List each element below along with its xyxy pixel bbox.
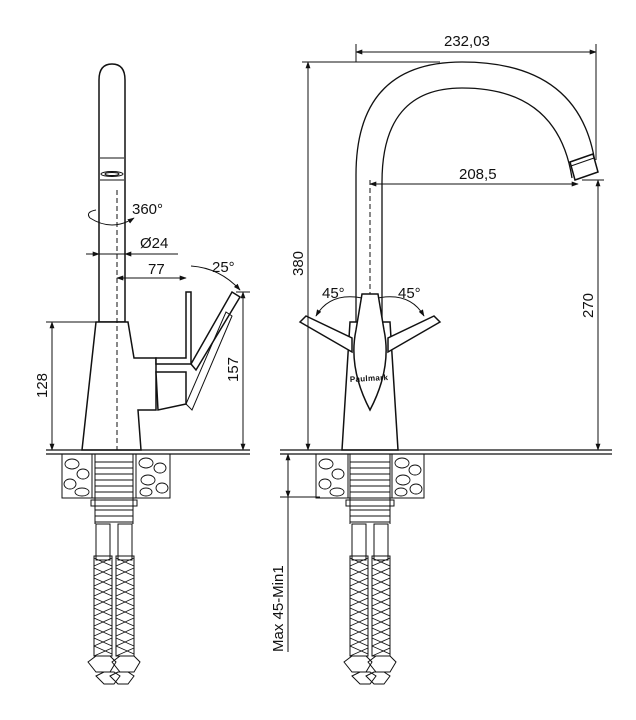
- spout-height-label: 270: [580, 293, 597, 318]
- aerator: [100, 157, 124, 181]
- handle-angle-arc: [190, 265, 241, 291]
- spout-tip: [569, 153, 599, 181]
- top-width-label: 232,03: [444, 33, 490, 50]
- gooseneck-outer: [355, 61, 597, 322]
- faucet-body: [81, 321, 157, 451]
- threaded-shank-left: [90, 454, 138, 524]
- countertop-stones-left: [61, 453, 171, 499]
- body-height-label: 128: [34, 373, 51, 398]
- handle-lever: [155, 291, 192, 365]
- handle-right-ghost: [387, 315, 442, 354]
- angle-left-label: 45°: [322, 285, 345, 302]
- angle-right-label: 45°: [398, 285, 421, 302]
- total-height-label: 380: [290, 251, 307, 276]
- handle-left-ghost: [298, 315, 353, 354]
- angle-arc-right: [377, 296, 425, 317]
- handle-offset-label: 77: [148, 261, 165, 278]
- side-view: 360° Ø24 77 25° 128 157: [34, 63, 250, 685]
- threaded-shank-right: [345, 454, 395, 524]
- hoses-left: [87, 523, 141, 685]
- handle-front: [353, 293, 387, 412]
- gooseneck-inner: [381, 87, 573, 322]
- spout-column: [98, 63, 126, 323]
- diameter-label: Ø24: [140, 235, 168, 252]
- brand-logo: Paulmark: [350, 373, 389, 384]
- hoses-right: [343, 523, 397, 685]
- rotation-arrow: [89, 217, 135, 226]
- spout-reach-label: 208,5: [459, 166, 497, 183]
- handle-ghost: [155, 371, 187, 411]
- handle-height-label: 157: [225, 357, 242, 382]
- mount-thickness-label: Max 45-Min1: [270, 565, 287, 652]
- handle-angle-label: 25°: [212, 259, 235, 276]
- front-view: Paulmark 45° 45° 232,03 208,5 380 270 Ma…: [270, 33, 612, 685]
- handle-arm: [190, 290, 242, 372]
- angle-arc-left: [315, 296, 363, 317]
- rotation-label: 360°: [132, 201, 163, 218]
- countertop-stones-right: [315, 453, 425, 499]
